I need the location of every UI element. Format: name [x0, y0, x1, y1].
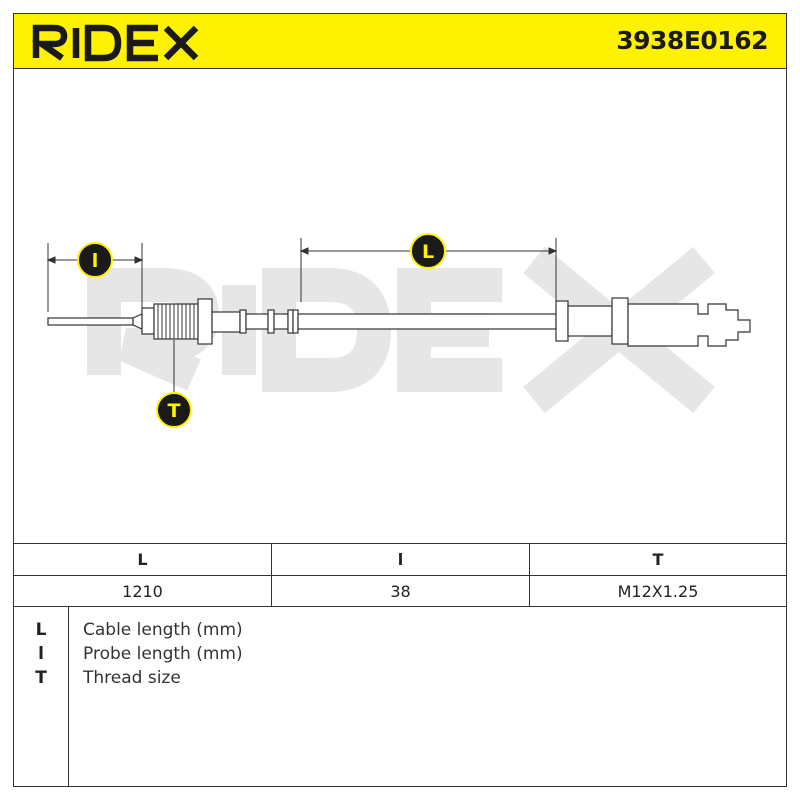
legend-item: L Cable length (mm) [14, 620, 786, 644]
legend-key: L [35, 620, 47, 640]
product-sheet: 3938E0162 [13, 13, 787, 787]
spec-table: L l T 1210 38 M12X1.25 [14, 543, 786, 607]
technical-drawing: l L T [14, 70, 786, 543]
ridex-logo [32, 24, 199, 62]
marker-thread-label: T [168, 400, 181, 422]
spec-value-thread: M12X1.25 [529, 576, 786, 607]
legend-item: T Thread size [14, 668, 786, 692]
legend-item: l Probe length (mm) [14, 644, 786, 668]
legend-text: Cable length (mm) [83, 620, 243, 640]
probe-dimension [46, 243, 144, 312]
header-bar: 3938E0162 [14, 14, 786, 69]
legend: L Cable length (mm) l Probe length (mm) … [14, 607, 786, 787]
marker-cable-label: L [422, 241, 434, 263]
sensor-diagram: l L T [46, 233, 751, 428]
spec-value-cable: 1210 [122, 582, 163, 601]
marker-probe-label: l [92, 250, 99, 272]
spec-header-cable: L [137, 550, 148, 569]
spec-value-probe: 38 [271, 576, 529, 607]
spec-header-probe: l [271, 544, 529, 575]
part-number: 3938E0162 [616, 26, 768, 55]
sensor-body [47, 297, 751, 347]
legend-text: Probe length (mm) [83, 644, 243, 664]
legend-text: Thread size [83, 668, 181, 688]
thread-hatch [157, 304, 195, 339]
marker-probe: l [77, 242, 113, 278]
legend-key: T [35, 668, 47, 688]
legend-key: l [38, 644, 44, 664]
spec-header-row: L l T [14, 544, 786, 576]
spec-value-row: 1210 38 M12X1.25 [14, 576, 786, 608]
spec-header-thread: T [529, 544, 786, 575]
marker-thread: T [156, 392, 192, 428]
legend-divider [68, 607, 69, 787]
marker-cable: L [410, 233, 446, 269]
